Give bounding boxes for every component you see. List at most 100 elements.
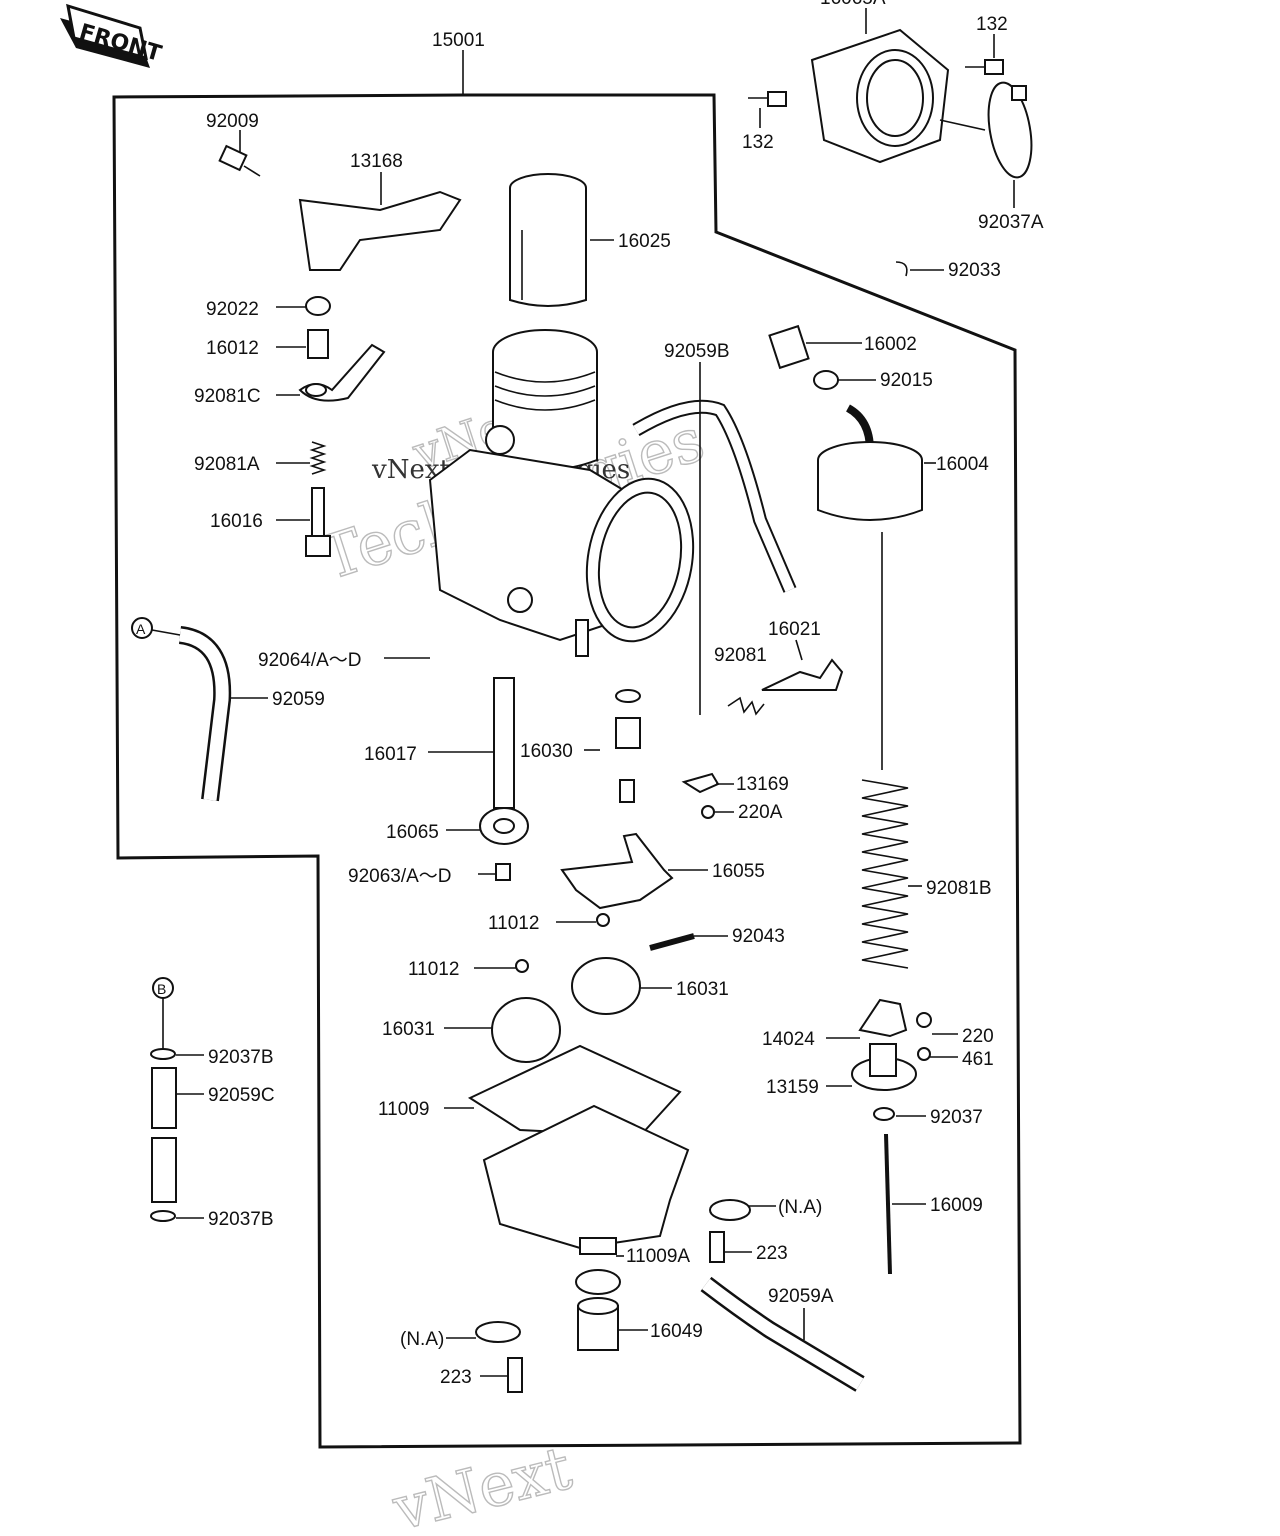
- plate-13169: [681, 772, 720, 794]
- hose-92059A: [700, 1276, 865, 1392]
- float-bowl-11009: [467, 1044, 690, 1255]
- label-16012: 16012: [206, 338, 259, 359]
- label-92081A: 92081A: [194, 454, 260, 475]
- label-15001: 15001: [432, 30, 485, 51]
- circle-B-letter: B: [157, 981, 166, 997]
- screw-223-left: [507, 1357, 523, 1393]
- jet-needle-16009: [884, 1133, 892, 1275]
- assembly-boundary: [112, 93, 1022, 1449]
- front-direction-badge: FRONT: [60, 3, 164, 68]
- screw-223-right: [709, 1231, 725, 1263]
- label-92037: 92037: [930, 1107, 983, 1128]
- circle-marker-A: [131, 617, 153, 639]
- label-13159: 13159: [766, 1077, 819, 1098]
- label-92037B-b: 92037B: [208, 1209, 274, 1230]
- label-92059: 92059: [272, 689, 325, 710]
- screw-220: [916, 1012, 932, 1028]
- label-16065: 16065: [386, 822, 439, 843]
- label-13168: 13168: [350, 151, 403, 172]
- washer-461: [917, 1047, 931, 1061]
- label-132-a: 132: [976, 14, 1008, 35]
- label-11012-b: 11012: [408, 959, 459, 980]
- label-16065A: 16065A: [820, 0, 886, 9]
- label-92063: 92063/A～D: [348, 866, 452, 887]
- stay-92081C: [298, 343, 386, 402]
- cap-16002: [768, 324, 810, 370]
- spring-92081A: [309, 441, 327, 475]
- carburetor-body: [428, 329, 695, 657]
- plate-14024: [858, 998, 908, 1038]
- bolt-132-left: [748, 91, 787, 107]
- screw-16016: [305, 487, 331, 557]
- label-92059B: 92059B: [664, 341, 730, 362]
- jet-set-16030: [615, 689, 641, 803]
- label-NA-b: (N.A): [400, 1329, 444, 1350]
- circle-A-letter: A: [136, 621, 146, 637]
- mixing-chamber-top-16004: [817, 404, 923, 521]
- bolt-132-right: [965, 59, 1004, 75]
- clamp-92037B-top: [150, 1048, 176, 1060]
- vent-hose-92059B: [632, 399, 797, 593]
- label-461: 461: [962, 1049, 994, 1070]
- label-13169: 13169: [736, 774, 789, 795]
- label-223-b: 223: [440, 1367, 472, 1388]
- label-92059A: 92059A: [768, 1286, 834, 1307]
- screw-220A: [701, 805, 715, 819]
- throttle-valve: [509, 173, 587, 307]
- label-132-b: 132: [742, 132, 774, 153]
- label-220: 220: [962, 1026, 994, 1047]
- label-220A: 220A: [738, 802, 783, 823]
- label-16021: 16021: [768, 619, 821, 640]
- spring-92081: [727, 696, 765, 716]
- nut-92015: [813, 370, 839, 390]
- part-labels: 15001 16065A 132 132 92037A 92009 13168 …: [136, 0, 1044, 1388]
- watermark-text-4: vNext: [386, 1433, 578, 1536]
- label-92033: 92033: [948, 260, 1001, 281]
- hose-92059: [178, 626, 232, 802]
- label-16031-b: 16031: [382, 1019, 435, 1040]
- bracket-NA-left: [475, 1321, 521, 1343]
- label-11012-a: 11012: [488, 913, 539, 934]
- drain-plug-16049: [577, 1297, 619, 1351]
- label-92022: 92022: [206, 299, 259, 320]
- label-16049: 16049: [650, 1321, 703, 1342]
- label-92043: 92043: [732, 926, 785, 947]
- label-92059C: 92059C: [208, 1085, 275, 1106]
- label-92009: 92009: [206, 111, 259, 132]
- label-16030: 16030: [520, 741, 573, 762]
- float-valve-arm-16055: [560, 832, 674, 910]
- plug-11012-b: [515, 959, 529, 973]
- bracket-NA-right: [709, 1199, 751, 1221]
- choke-lever: [298, 190, 462, 271]
- holder-16065: [479, 807, 529, 845]
- clip-92033: [895, 261, 908, 277]
- clip-92037: [873, 1107, 895, 1121]
- label-16016: 16016: [210, 511, 263, 532]
- label-92081B: 92081B: [926, 878, 992, 899]
- bolt-92009: [218, 144, 261, 177]
- clamp-92037B-bottom: [150, 1210, 176, 1222]
- label-92037A: 92037A: [978, 212, 1044, 233]
- cap-92022: [305, 296, 331, 316]
- label-16002: 16002: [864, 334, 917, 355]
- label-14024: 14024: [762, 1029, 815, 1050]
- holder-13159: [851, 1043, 917, 1091]
- label-92081C: 92081C: [194, 386, 261, 407]
- label-16055: 16055: [712, 861, 765, 882]
- float-16031-b: [491, 997, 561, 1063]
- label-16025: 16025: [618, 231, 671, 252]
- needle-jet-16017: [493, 677, 515, 809]
- gasket-11009A: [575, 1269, 621, 1295]
- label-11009A: 11009A: [626, 1246, 690, 1267]
- spring-92081B: [861, 779, 909, 969]
- label-16031-a: 16031: [676, 979, 729, 1000]
- label-11009: 11009: [378, 1099, 429, 1120]
- main-jet-92063: [495, 863, 511, 881]
- label-92064: 92064/A～D: [258, 650, 362, 671]
- label-16009: 16009: [930, 1195, 983, 1216]
- pilot-screw-16021: [761, 658, 844, 691]
- label-92015: 92015: [880, 370, 933, 391]
- callout-lines: [151, 8, 1015, 1377]
- adjuster-16012: [307, 329, 329, 359]
